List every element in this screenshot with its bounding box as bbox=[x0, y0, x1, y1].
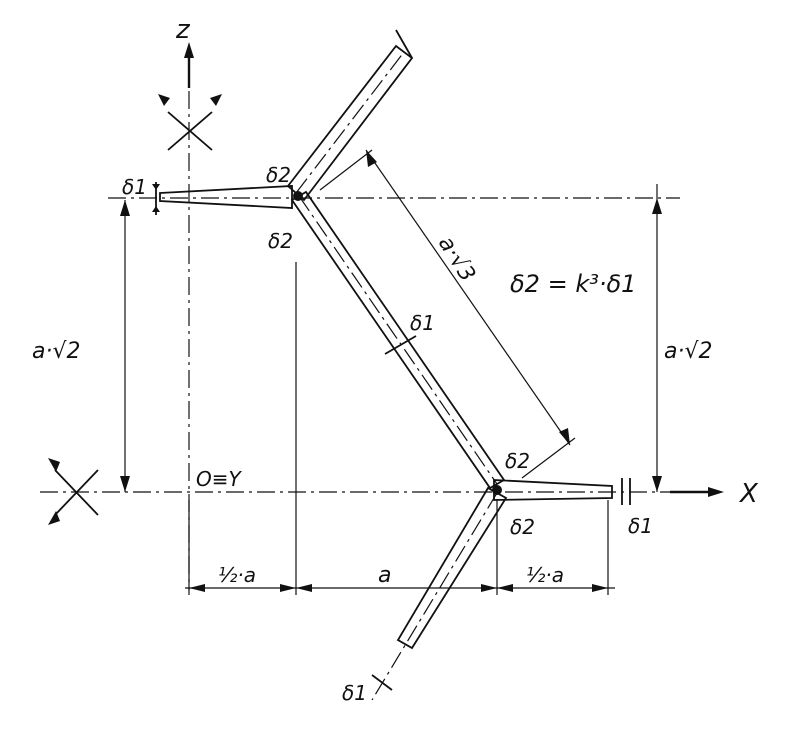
x-axis bbox=[40, 487, 724, 497]
top-node bbox=[293, 191, 303, 201]
structure-members bbox=[159, 44, 613, 701]
delta1-label-bottom: δ1 bbox=[342, 681, 367, 705]
half-a-right-label: ½·a bbox=[526, 563, 564, 587]
delta2-label-bottom: δ2 bbox=[505, 449, 530, 473]
delta1-label-top-left: δ1 bbox=[122, 175, 147, 199]
delta1-label-mid: δ1 bbox=[410, 311, 435, 335]
formula-text: δ2 = k³·δ1 bbox=[510, 270, 636, 298]
section-symbol-top bbox=[158, 94, 222, 151]
height-right-label: a·√2 bbox=[664, 339, 713, 364]
dim-height-left bbox=[120, 200, 130, 492]
diagonal-label: a·√3 bbox=[433, 232, 480, 286]
extension-lines bbox=[188, 262, 609, 595]
delta2-label-top-under: δ2 bbox=[268, 229, 293, 253]
dim-diagonal bbox=[319, 149, 576, 479]
section-symbol-left bbox=[48, 458, 99, 525]
delta2-label-bottom-under: δ2 bbox=[510, 515, 535, 539]
thickness-ticks bbox=[152, 29, 631, 691]
z-axis-label: z bbox=[175, 15, 191, 45]
half-a-left-label: ½·a bbox=[218, 563, 256, 587]
dim-height-right bbox=[652, 184, 662, 492]
x-axis-label: X bbox=[738, 479, 759, 509]
height-left-label: a·√2 bbox=[32, 339, 81, 364]
delta1-label-right: δ1 bbox=[628, 514, 653, 538]
a-middle-label: a bbox=[378, 563, 391, 588]
dim-bottom bbox=[185, 584, 615, 592]
bottom-node bbox=[492, 485, 502, 495]
origin-label: O≡Y bbox=[196, 467, 243, 491]
delta2-label-top: δ2 bbox=[266, 163, 291, 187]
